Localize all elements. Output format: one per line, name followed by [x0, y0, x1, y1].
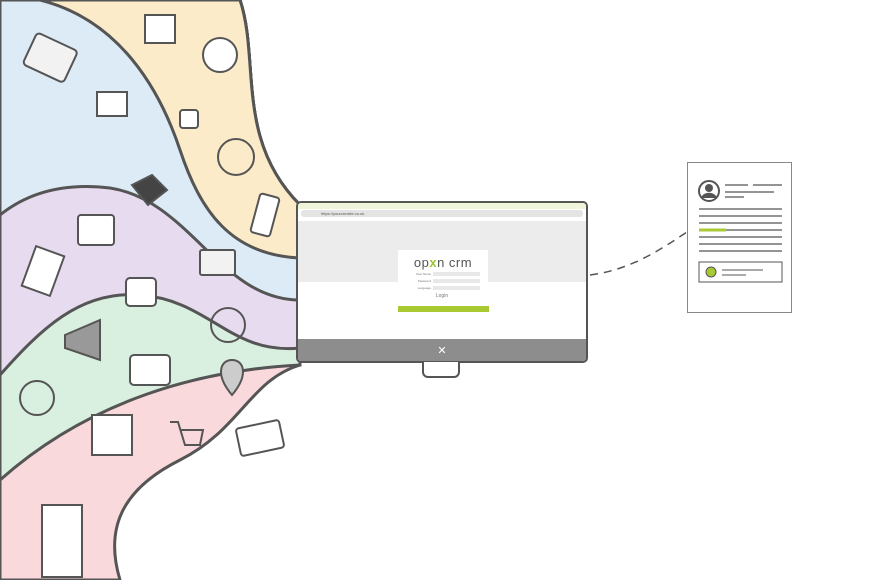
login-form: opxn crm User Name Password Language [398, 250, 488, 290]
thumbs-up-icon [129, 354, 171, 386]
connector-line [589, 231, 688, 276]
password-field[interactable]: Password [398, 278, 488, 284]
monitor-screen: https://yourcrmsite.co.uk opxn crm User … [296, 201, 588, 363]
mug-icon [125, 277, 157, 307]
facebook-icon [217, 138, 255, 176]
opencrm-figure-icon: ✕ [437, 344, 447, 357]
building-icon [41, 504, 83, 578]
folder-icon [199, 249, 236, 276]
box-icon [144, 14, 176, 44]
monitor-footer: ✕ [298, 339, 586, 361]
monitor-stand [422, 362, 460, 378]
opencrm-logo: opxn crm [413, 255, 473, 270]
username-field[interactable]: User Name [398, 271, 488, 277]
login-button[interactable] [398, 306, 489, 312]
language-field[interactable]: Language [398, 285, 488, 291]
padlock-icon [77, 214, 115, 246]
check-icon [705, 266, 717, 278]
megaphone-icon [64, 318, 101, 362]
email-icon [130, 173, 169, 207]
location-pin-icon [220, 358, 244, 397]
tent-icon [210, 307, 246, 343]
login-label: Login [435, 293, 449, 299]
mobile-phone-icon [249, 192, 281, 238]
question-icon [19, 380, 55, 416]
calendar-icon [96, 91, 128, 117]
dice-icon [179, 109, 199, 129]
alarm-clock-icon [202, 37, 238, 73]
clipboard-icon [20, 244, 66, 298]
profile-document-icon [687, 162, 792, 313]
receipt-icon [91, 414, 133, 456]
address-bar[interactable]: https://yourcrmsite.co.uk [301, 210, 583, 217]
book-icon [22, 32, 78, 83]
shopping-cart-icon [170, 421, 205, 446]
browser-top-bar [298, 203, 586, 209]
credit-card-icon [235, 419, 285, 457]
